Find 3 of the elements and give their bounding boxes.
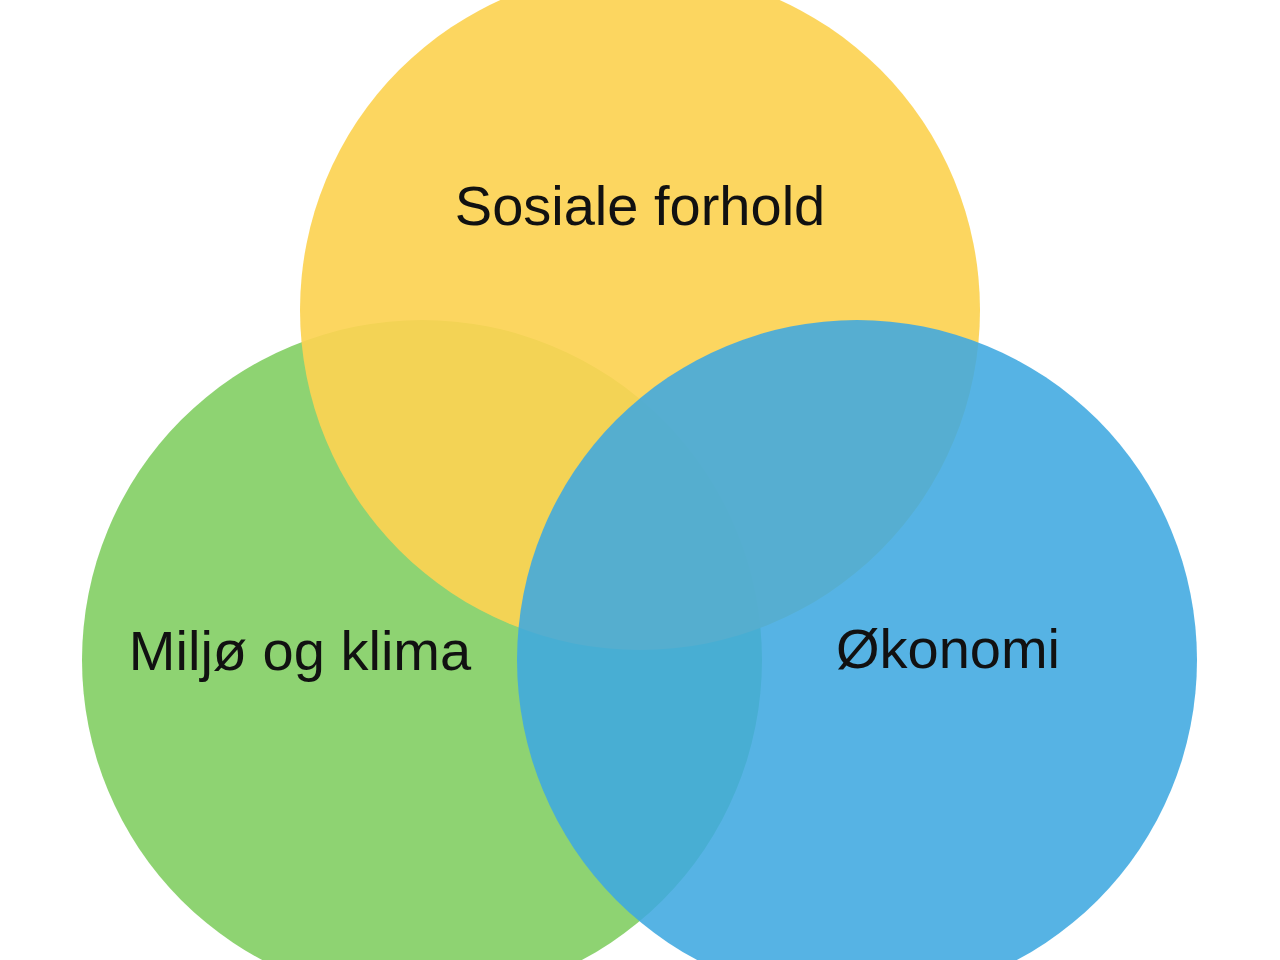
circle-label: Miljø og klima [128,617,472,683]
circle-label: Sosiale forhold [454,172,826,238]
circle-label: Økonomi [835,615,1061,681]
